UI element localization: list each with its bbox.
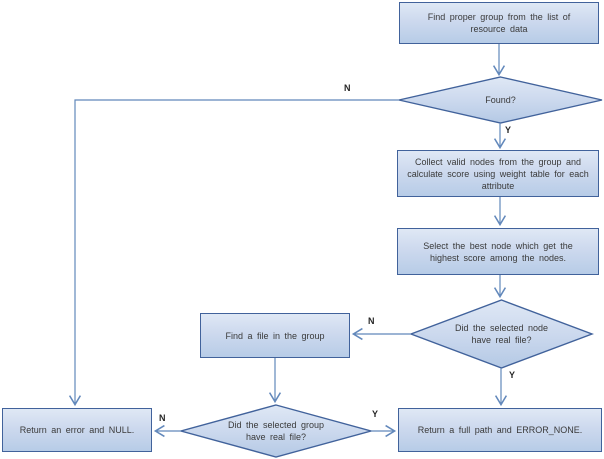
decision-group-has-file-shape [178,404,374,458]
branch-label-group-n: N [159,413,166,423]
process-collect-nodes-label: Collect valid nodes from the group and c… [407,156,589,191]
branch-label-group-y: Y [372,409,379,419]
decision-node-has-file: Did the selected node have real file? [411,300,592,368]
process-find-group: Find proper group from the list of resou… [399,2,599,44]
process-find-file-label: Find a file in the group [225,330,325,341]
branch-label-found-y: Y [505,125,512,135]
branch-label-node-y: Y [509,370,516,380]
process-find-group-label: Find proper group from the list of resou… [427,12,571,34]
decision-group-has-file-label: Did the selected group have real file? [227,420,325,442]
process-collect-nodes: Collect valid nodes from the group and c… [397,150,599,197]
process-return-error: Return an error and NULL. [2,408,152,452]
process-return-path-label: Return a full path and ERROR_NONE. [417,425,583,435]
branch-label-node-n: N [368,316,375,326]
process-find-file: Find a file in the group [200,313,350,358]
process-select-best-node: Select the best node which get the highe… [397,228,599,275]
process-select-best-node-label: Select the best node which get the highe… [423,240,573,263]
connector-found-n-return-error [68,99,399,407]
decision-node-has-file-label: Did the selected node have real file? [454,323,549,345]
decision-found: Found? [399,77,602,123]
process-return-error-label: Return an error and NULL. [19,425,135,435]
decision-found-label: Found? [485,95,516,105]
branch-label-found-n: N [344,83,351,93]
decision-group-has-file: Did the selected group have real file? [181,405,371,457]
process-return-path: Return a full path and ERROR_NONE. [398,408,602,452]
